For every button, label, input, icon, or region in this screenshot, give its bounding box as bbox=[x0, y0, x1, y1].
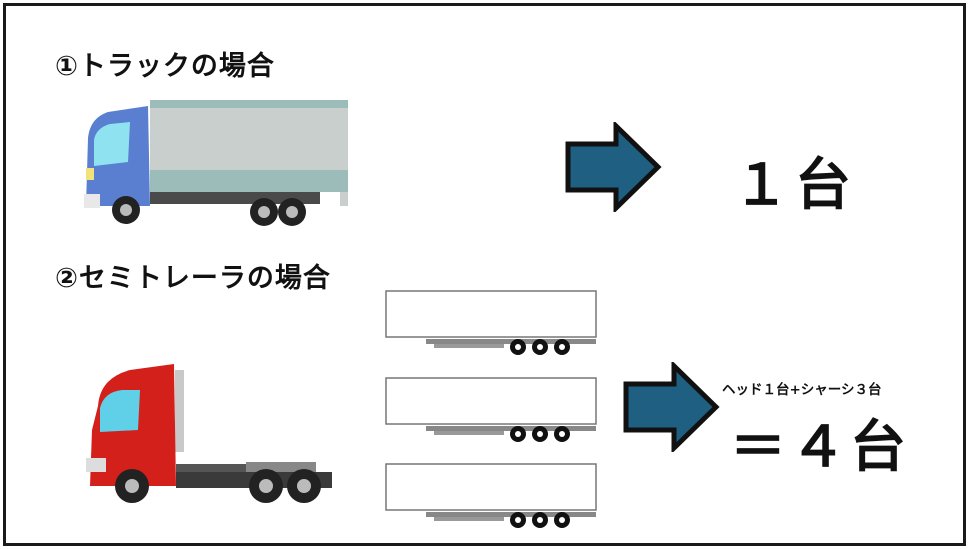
trailer-chassis-icon bbox=[385, 377, 597, 442]
trailer-chassis-icon bbox=[385, 463, 597, 528]
truck-case-heading: ①トラックの場合 bbox=[55, 51, 275, 82]
trailer-chassis-icon bbox=[385, 290, 597, 355]
tractor-head-icon bbox=[86, 364, 332, 503]
right-arrow-icon bbox=[623, 362, 720, 452]
right-arrow-icon bbox=[565, 122, 662, 212]
semitrailer-case-heading: ②セミトレーラの場合 bbox=[55, 263, 331, 294]
truck-result: １台 bbox=[733, 153, 857, 218]
semitrailer-breakdown-note: ヘッド１台+シャーシ３台 bbox=[722, 382, 882, 398]
box-truck-icon bbox=[84, 100, 348, 226]
semitrailer-result: ＝４台 bbox=[730, 415, 910, 480]
